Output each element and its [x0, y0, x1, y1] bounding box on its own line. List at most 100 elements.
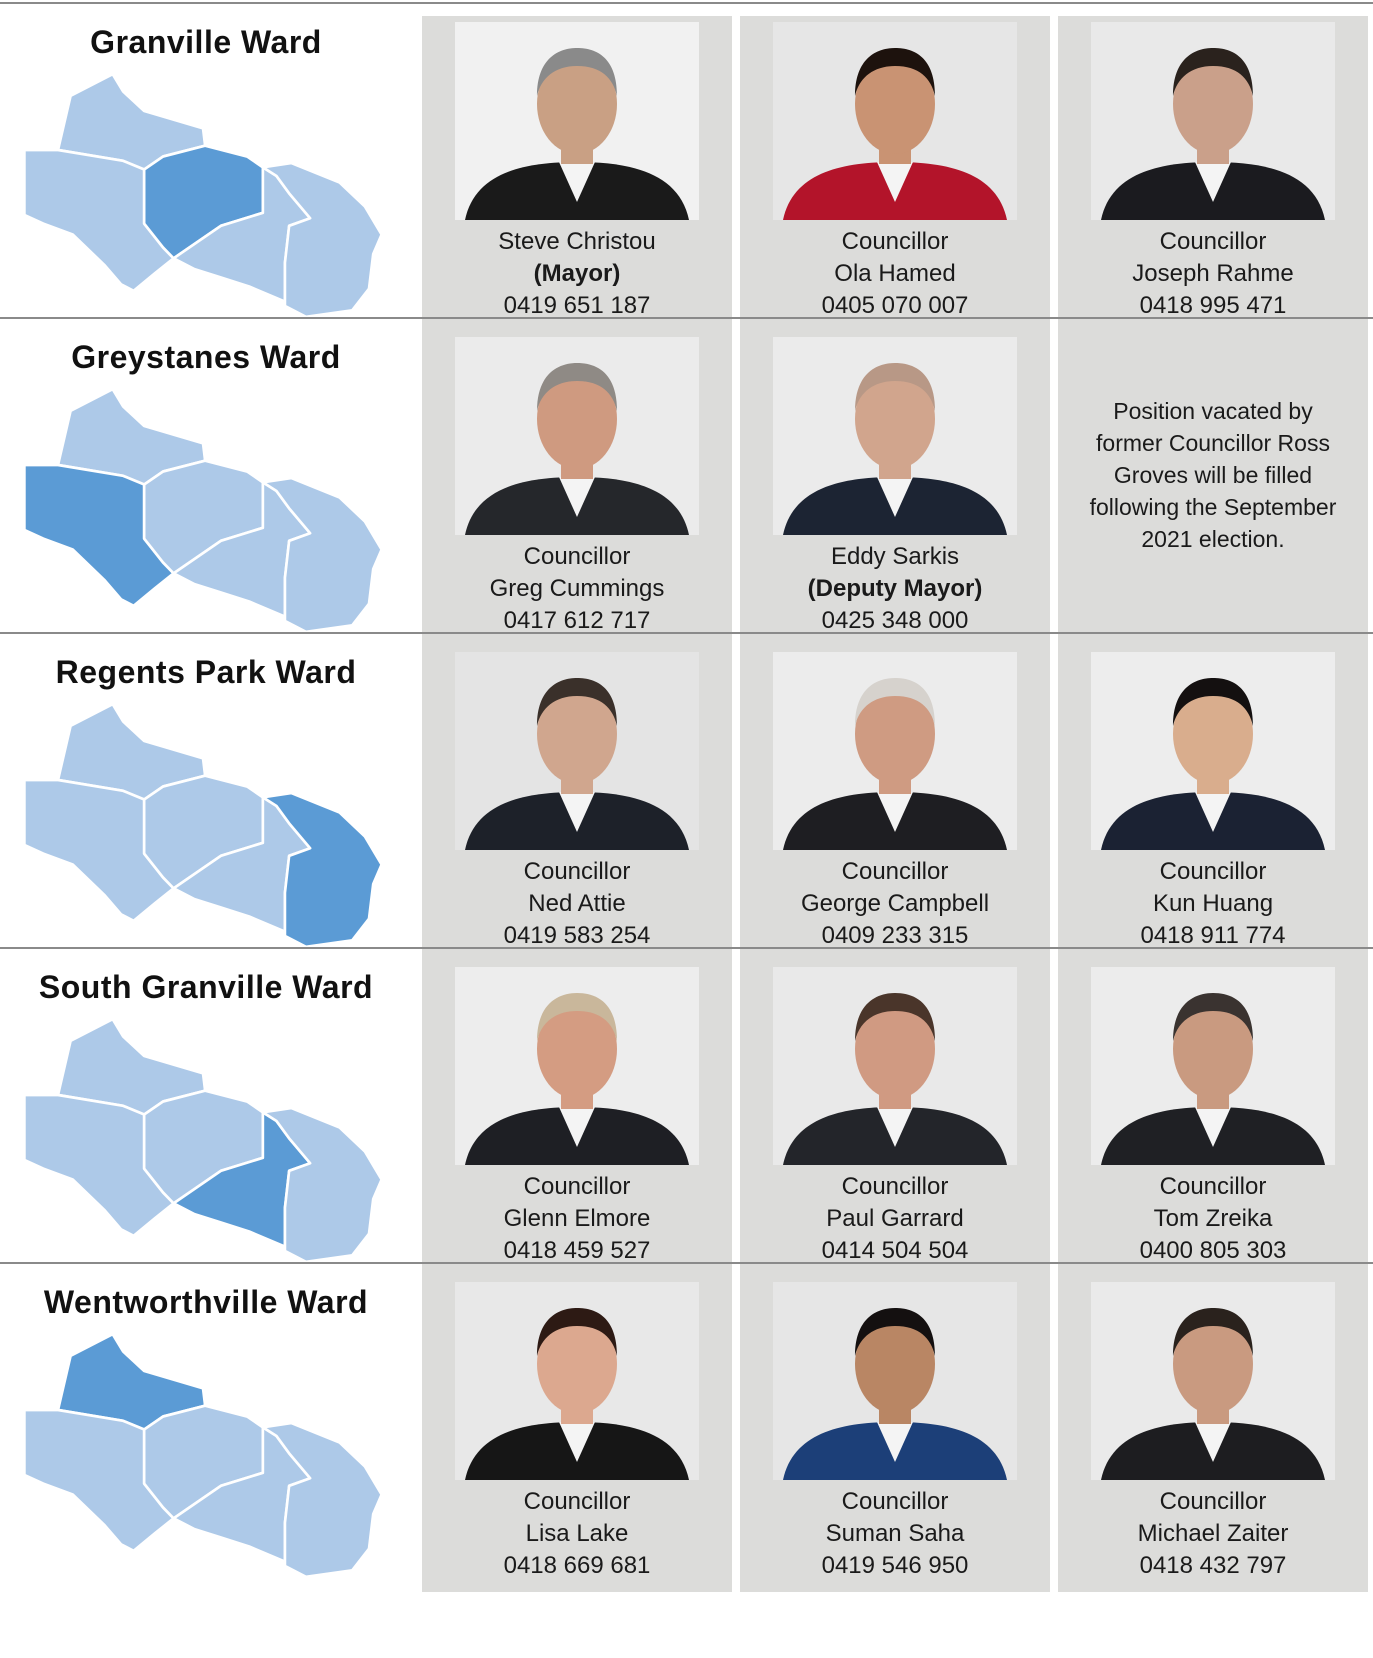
face-shape	[1173, 1314, 1253, 1414]
face-shape	[855, 369, 935, 469]
councillor-card: Steve Christou(Mayor)0419 651 187	[422, 16, 732, 332]
phone-number: 0419 651 187	[503, 292, 651, 319]
map-region-regents	[261, 476, 383, 634]
caption-line-1: Councillor	[523, 1173, 631, 1200]
face-shape	[537, 54, 617, 154]
hair-shape	[855, 678, 935, 726]
ward-name: South Granville Ward	[38, 969, 374, 1005]
face-shape	[537, 1314, 617, 1414]
row-divider	[0, 317, 1373, 319]
face-shape	[855, 1314, 935, 1414]
portrait-illustration	[783, 678, 1007, 850]
ward-map	[23, 702, 383, 949]
map-region-regents	[261, 1421, 383, 1579]
councillor-name: Paul Garrard	[826, 1205, 964, 1232]
portrait-illustration	[1101, 48, 1325, 220]
portrait-illustration	[465, 48, 689, 220]
caption-line-1: Councillor	[841, 1173, 949, 1200]
row-divider	[0, 947, 1373, 949]
caption-line-1: Councillor	[523, 858, 631, 885]
ward-name: Granville Ward	[90, 24, 322, 60]
shirt-collar	[877, 1107, 913, 1147]
face-shape	[855, 54, 935, 154]
caption-line-1: Councillor	[841, 1488, 949, 1515]
face-shape	[1173, 684, 1253, 784]
map-region-greystanes	[23, 1408, 175, 1553]
ward-name: Wentworthville Ward	[43, 1284, 369, 1320]
caption-line-1: Councillor	[523, 1488, 631, 1515]
portrait-illustration	[465, 993, 689, 1165]
portrait-photo	[1091, 22, 1335, 220]
hair-shape	[1173, 993, 1253, 1041]
phone-number: 0417 612 717	[503, 607, 651, 634]
councillor-name: Ned Attie	[528, 890, 626, 917]
ward-name: Regents Park Ward	[55, 654, 357, 690]
portrait-illustration	[465, 1308, 689, 1480]
caption-line-1: Steve Christou	[498, 228, 656, 255]
portrait-photo	[773, 22, 1017, 220]
hair-shape	[855, 1308, 935, 1356]
map-region-greystanes	[23, 148, 175, 293]
hair-shape	[537, 678, 617, 726]
hair-shape	[537, 1308, 617, 1356]
ward-map	[23, 387, 383, 634]
portrait-photo	[455, 967, 699, 1165]
role-label: (Deputy Mayor)	[807, 575, 983, 602]
vacancy-note: Position vacated by former Councillor Ro…	[1089, 398, 1337, 552]
shirt-collar	[559, 477, 595, 517]
councillor-card: Position vacated by former Councillor Ro…	[1058, 331, 1368, 647]
councillor-name: Suman Saha	[825, 1520, 965, 1547]
phone-number: 0414 504 504	[821, 1237, 969, 1264]
portrait-photo	[773, 967, 1017, 1165]
shirt-collar	[559, 792, 595, 832]
councillor-caption: Steve Christou(Mayor)0419 651 187	[422, 226, 732, 322]
shirt-collar	[1195, 1107, 1231, 1147]
shirt-collar	[877, 477, 913, 517]
ward-map	[23, 1017, 383, 1264]
shirt-collar	[877, 1422, 913, 1462]
map-region-regents	[261, 161, 383, 319]
phone-number: 0418 432 797	[1139, 1552, 1287, 1579]
councillor-name: Ola Hamed	[834, 260, 956, 287]
caption-line-1: Eddy Sarkis	[830, 543, 960, 570]
councillor-name: George Campbell	[800, 890, 990, 917]
caption-line-1: Councillor	[1159, 858, 1267, 885]
phone-number: 0419 583 254	[503, 922, 651, 949]
councillor-name: Kun Huang	[1152, 890, 1274, 917]
portrait-photo	[455, 337, 699, 535]
portrait-photo	[773, 652, 1017, 850]
councillor-name: Greg Cummings	[489, 575, 665, 602]
caption-line-1: Councillor	[1159, 1488, 1267, 1515]
map-region-regents	[261, 791, 383, 949]
caption-line-1: Councillor	[523, 543, 631, 570]
portrait-photo	[1091, 1282, 1335, 1480]
shirt-collar	[1195, 1422, 1231, 1462]
portrait-illustration	[783, 363, 1007, 535]
map-region-greystanes	[23, 778, 175, 923]
phone-number: 0418 669 681	[503, 1552, 651, 1579]
shirt-collar	[559, 162, 595, 202]
caption-line-1: Councillor	[1159, 1173, 1267, 1200]
hair-shape	[855, 363, 935, 411]
shirt-collar	[559, 1107, 595, 1147]
portrait-illustration	[1101, 1308, 1325, 1480]
